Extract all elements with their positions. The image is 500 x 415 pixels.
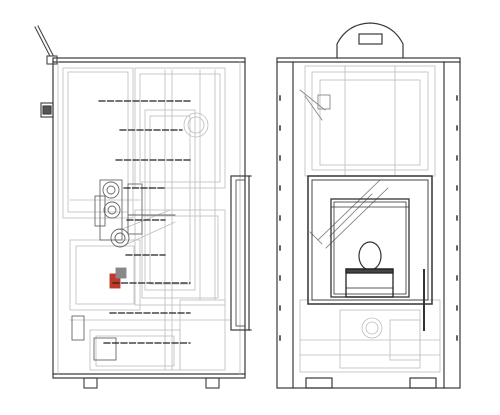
front-internal-structure (299, 65, 441, 373)
lever-handle (34, 25, 58, 65)
flue-outlet (40, 102, 54, 118)
fire-window (330, 198, 410, 298)
side-dashed-lines (98, 100, 191, 344)
stove-door (307, 175, 433, 331)
control-hood (336, 22, 404, 59)
side-view (34, 25, 252, 389)
front-view (276, 22, 461, 389)
burner-pot (358, 241, 382, 271)
ash-pan (345, 268, 394, 298)
front-body-outline (276, 57, 461, 389)
feed-chute (299, 89, 389, 249)
auger-mechanism (71, 179, 176, 361)
side-feet (83, 377, 220, 389)
side-body-outline (52, 57, 252, 379)
side-rail-ticks (279, 95, 458, 341)
side-internal-structure (62, 67, 231, 371)
